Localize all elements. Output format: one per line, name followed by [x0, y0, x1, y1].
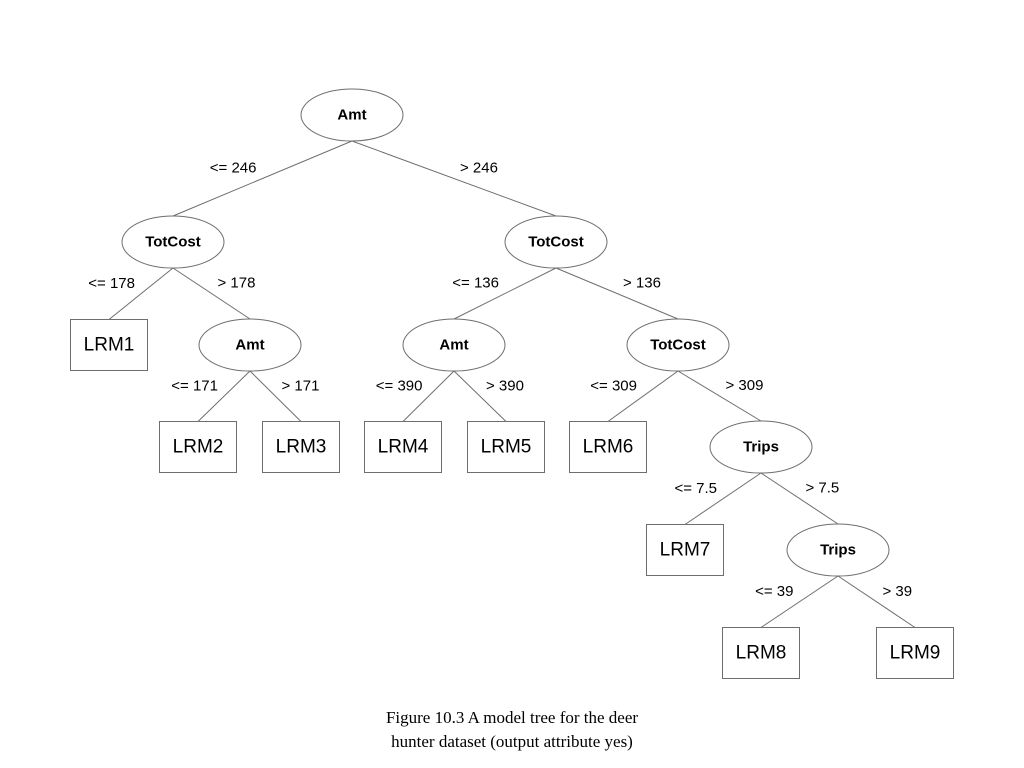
edge-condition-label: <= 309 — [590, 377, 637, 394]
split-node-amt: Amt — [402, 318, 506, 372]
tree-edge — [108, 267, 174, 320]
tree-edge — [402, 370, 455, 422]
leaf-model-label: LRM8 — [736, 643, 787, 664]
tree-edge — [453, 267, 557, 320]
split-attribute-label: Amt — [235, 337, 264, 354]
split-attribute-label: Amt — [337, 107, 366, 124]
tree-edge — [760, 575, 839, 628]
leaf-model-label: LRM4 — [378, 437, 429, 458]
edge-condition-label: > 390 — [486, 377, 524, 394]
tree-edge-labels: <= 246 > 246 <= 178 > 178 <= 136 > 136 <= 171 >… — [88, 160, 912, 600]
split-node-amt: Amt — [300, 88, 404, 142]
caption-line-2: hunter dataset (output attribute yes) — [391, 732, 633, 751]
split-node-trips: Trips — [709, 420, 813, 474]
caption-line-1: Figure 10.3 A model tree for the deer — [385, 708, 639, 727]
split-node-amt: Amt — [198, 318, 302, 372]
leaf-box — [646, 524, 724, 576]
tree-edge — [172, 267, 251, 320]
split-node-totcost: TotCost — [626, 318, 730, 372]
split-ellipse — [709, 420, 813, 474]
leaf-model-label: LRM1 — [84, 335, 135, 356]
tree-edge — [760, 472, 839, 525]
leaf-model-label: LRM6 — [583, 437, 634, 458]
split-attribute-label: Amt — [439, 337, 468, 354]
split-node-trips: Trips — [786, 523, 890, 577]
edge-condition-label: <= 136 — [452, 275, 499, 292]
split-attribute-label: Trips — [743, 439, 779, 456]
leaf-box — [70, 319, 148, 371]
split-attribute-label: Trips — [820, 542, 856, 559]
edge-condition-label: <= 178 — [88, 275, 135, 292]
leaf-node-lrm2: LRM2 — [159, 421, 237, 473]
leaf-box — [569, 421, 647, 473]
edge-condition-label: > 39 — [883, 583, 913, 600]
leaf-box — [159, 421, 237, 473]
split-ellipse — [198, 318, 302, 372]
split-node-totcost: TotCost — [504, 215, 608, 269]
tree-edge — [677, 370, 762, 422]
tree-edge — [555, 267, 679, 320]
leaf-node-lrm9: LRM9 — [876, 627, 954, 679]
leaf-box — [722, 627, 800, 679]
split-node-totcost: TotCost — [121, 215, 225, 269]
leaf-box — [262, 421, 340, 473]
tree-edge — [684, 472, 762, 525]
leaf-node-lrm5: LRM5 — [467, 421, 545, 473]
leaf-box — [876, 627, 954, 679]
leaf-node-lrm7: LRM7 — [646, 524, 724, 576]
edge-condition-label: > 246 — [460, 160, 498, 177]
split-ellipse — [121, 215, 225, 269]
figure-caption: Figure 10.3 A model tree for the deer hu… — [312, 706, 712, 754]
tree-edge — [607, 370, 679, 422]
tree-edge — [837, 575, 916, 628]
tree-edge — [351, 140, 557, 217]
edge-condition-label: <= 390 — [376, 377, 423, 394]
split-ellipse — [402, 318, 506, 372]
split-ellipse — [786, 523, 890, 577]
tree-edge — [453, 370, 507, 422]
tree-edges — [108, 140, 916, 628]
leaf-node-lrm4: LRM4 — [364, 421, 442, 473]
leaf-node-lrm1: LRM1 — [70, 319, 148, 371]
leaf-model-label: LRM5 — [481, 437, 532, 458]
edge-condition-label: <= 7.5 — [674, 480, 717, 497]
leaf-model-label: LRM9 — [890, 643, 941, 664]
leaf-box — [467, 421, 545, 473]
leaf-model-label: LRM3 — [276, 437, 327, 458]
split-attribute-label: TotCost — [650, 337, 706, 354]
leaf-node-lrm3: LRM3 — [262, 421, 340, 473]
edge-condition-label: > 309 — [726, 377, 764, 394]
leaf-box — [364, 421, 442, 473]
edge-condition-label: > 136 — [623, 275, 661, 292]
edge-condition-label: <= 39 — [755, 583, 793, 600]
leaf-node-lrm6: LRM6 — [569, 421, 647, 473]
split-ellipse — [626, 318, 730, 372]
tree-edge — [249, 370, 302, 422]
edge-condition-label: <= 246 — [210, 160, 257, 177]
leaf-node-lrm8: LRM8 — [722, 627, 800, 679]
edge-condition-label: <= 171 — [171, 377, 218, 394]
edge-condition-label: > 178 — [218, 275, 256, 292]
tree-edge — [197, 370, 251, 422]
split-ellipse — [504, 215, 608, 269]
split-attribute-label: TotCost — [145, 234, 201, 251]
edge-condition-label: > 7.5 — [806, 480, 840, 497]
split-attribute-label: TotCost — [528, 234, 584, 251]
edge-condition-label: > 171 — [282, 377, 320, 394]
tree-edge — [172, 140, 353, 217]
leaf-model-label: LRM7 — [660, 540, 711, 561]
leaf-model-label: LRM2 — [173, 437, 224, 458]
split-ellipse — [300, 88, 404, 142]
